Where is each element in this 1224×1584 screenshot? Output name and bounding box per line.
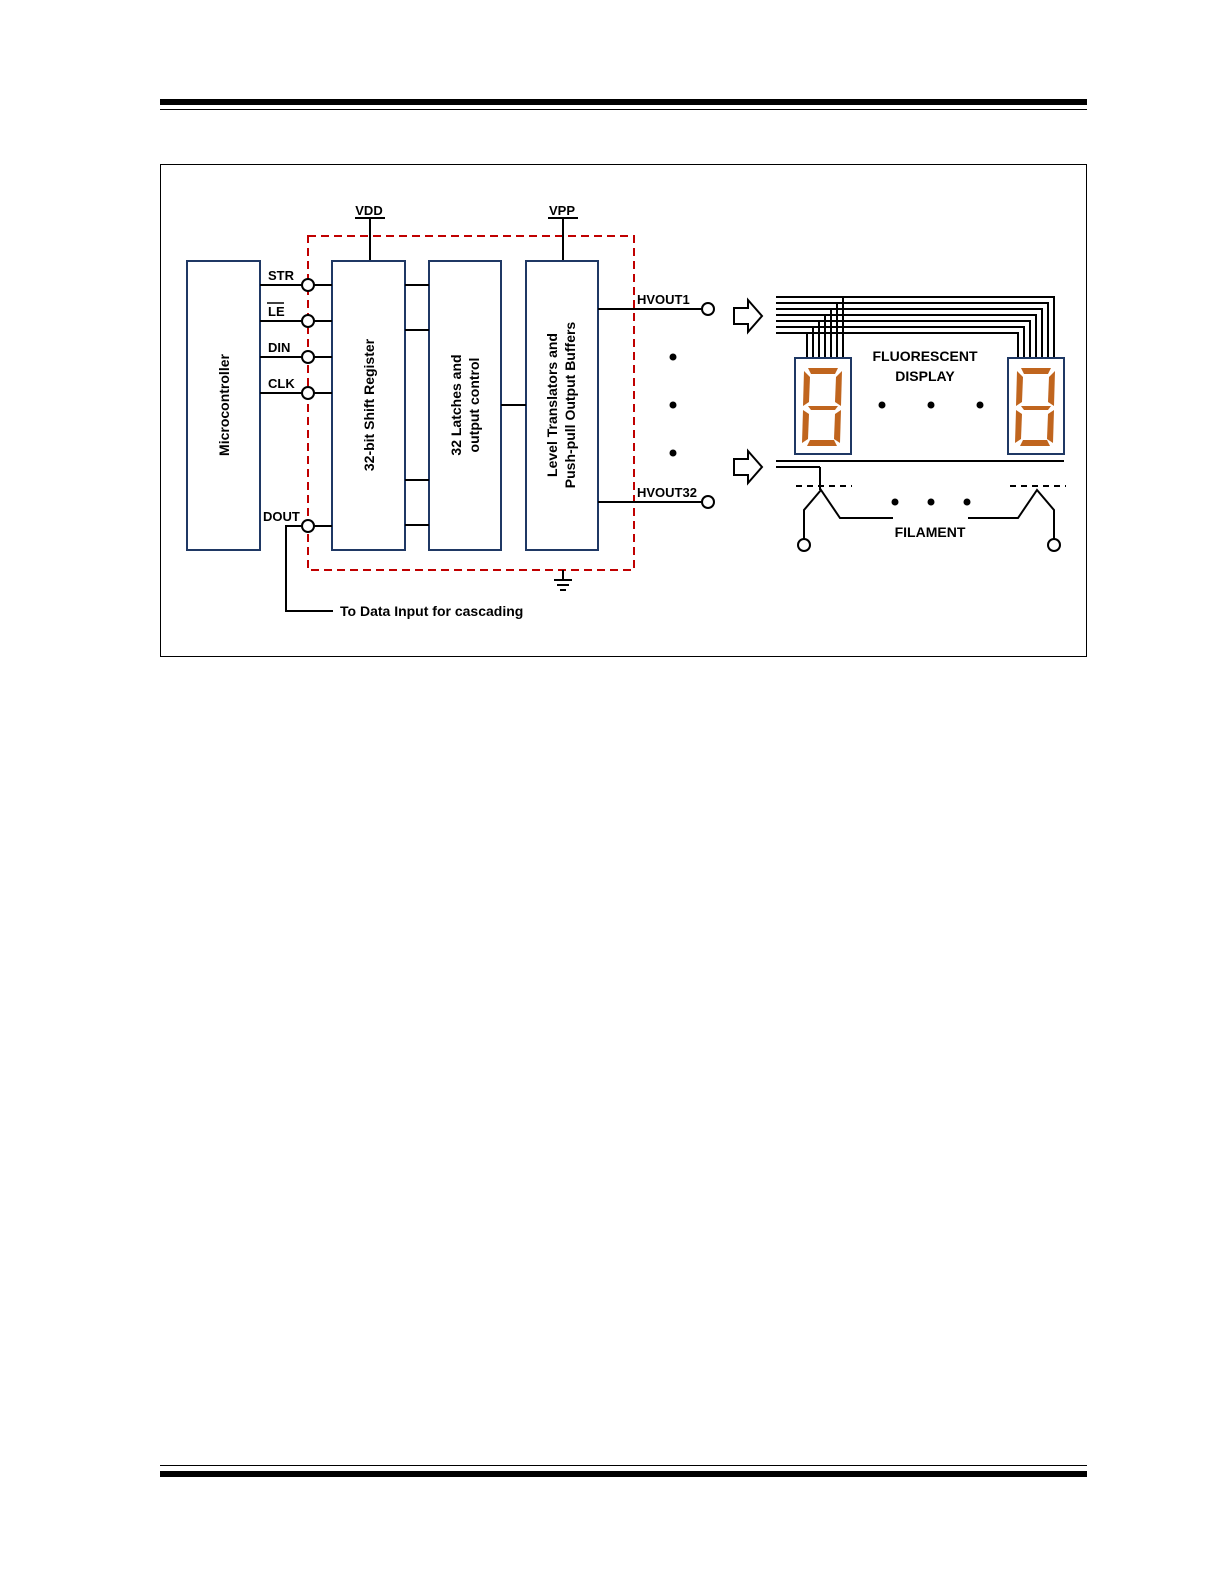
- vpp-supply: VPP: [548, 203, 578, 261]
- output-lines: [598, 302, 715, 509]
- filament-ellipsis: [891, 498, 971, 506]
- display-bus: [776, 296, 1064, 490]
- digit-left: [794, 357, 852, 455]
- footer-rule-thin: [160, 1465, 1087, 1466]
- ic-boundary: [307, 235, 635, 571]
- figure-frame: [160, 164, 1087, 657]
- arrows: [733, 297, 764, 486]
- input-signals: [260, 278, 333, 612]
- le-label: LE: [268, 304, 285, 319]
- header-rule-thick: [160, 99, 1087, 105]
- output-ellipsis: [669, 353, 677, 457]
- shift-register-block: 32-bit Shift Register: [331, 260, 406, 551]
- header-rule-thin: [160, 109, 1087, 110]
- vdd-supply: VDD: [355, 203, 385, 261]
- vdd-label: VDD: [355, 203, 382, 218]
- internal-buses: [405, 284, 526, 526]
- latches-label-2: output control: [466, 358, 482, 453]
- filament: [796, 485, 1066, 552]
- latches-label-1: 32 Latches and: [448, 354, 464, 455]
- cascade-label: To Data Input for cascading: [340, 603, 523, 619]
- microcontroller-block: Microcontroller: [186, 260, 261, 551]
- hvout1-label: HVOUT1: [637, 292, 690, 307]
- clk-label: CLK: [268, 376, 295, 391]
- level-translator-block: Level Translators and Push-pull Output B…: [525, 260, 599, 551]
- footer-rule-thick: [160, 1471, 1087, 1477]
- level-translator-label-1: Level Translators and: [544, 333, 560, 477]
- str-label: STR: [268, 268, 295, 283]
- filament-label: FILAMENT: [895, 524, 966, 540]
- dout-label: DOUT: [263, 509, 300, 524]
- ground-symbol: [554, 570, 572, 591]
- level-translator-label-2: Push-pull Output Buffers: [562, 322, 578, 489]
- shift-register-label: 32-bit Shift Register: [361, 338, 377, 471]
- fluorescent-label: FLUORESCENT: [873, 348, 978, 364]
- din-label: DIN: [268, 340, 290, 355]
- latches-block: 32 Latches and output control: [428, 260, 502, 551]
- digit-right: [1007, 357, 1065, 455]
- display-ellipsis: [878, 401, 984, 409]
- hvout32-label: HVOUT32: [637, 485, 697, 500]
- microcontroller-label: Microcontroller: [216, 353, 232, 455]
- display-label: DISPLAY: [895, 368, 955, 384]
- vpp-label: VPP: [549, 203, 575, 218]
